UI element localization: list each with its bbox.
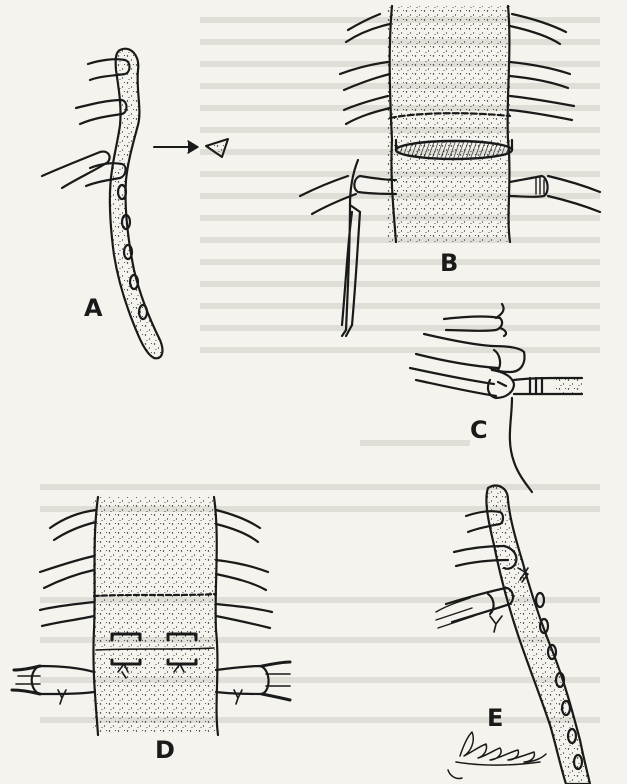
panel-label-e: E [487,706,503,730]
panel-a-branch [76,100,127,124]
panel-a-drawing [42,49,228,359]
panel-e-drawing [436,486,590,784]
signature [448,732,546,779]
transected-end [396,141,512,159]
panel-a-vessel [110,49,163,359]
panel-label-c: C [470,418,488,442]
panel-d-drawing [12,497,290,735]
panel-b-aorta [387,6,511,242]
panel-c-drawing [410,304,582,492]
panel-label-b: B [440,251,458,275]
panel-label-a: A [84,296,103,320]
panel-label-d: D [155,738,175,762]
panel-d-aorta [93,497,217,733]
